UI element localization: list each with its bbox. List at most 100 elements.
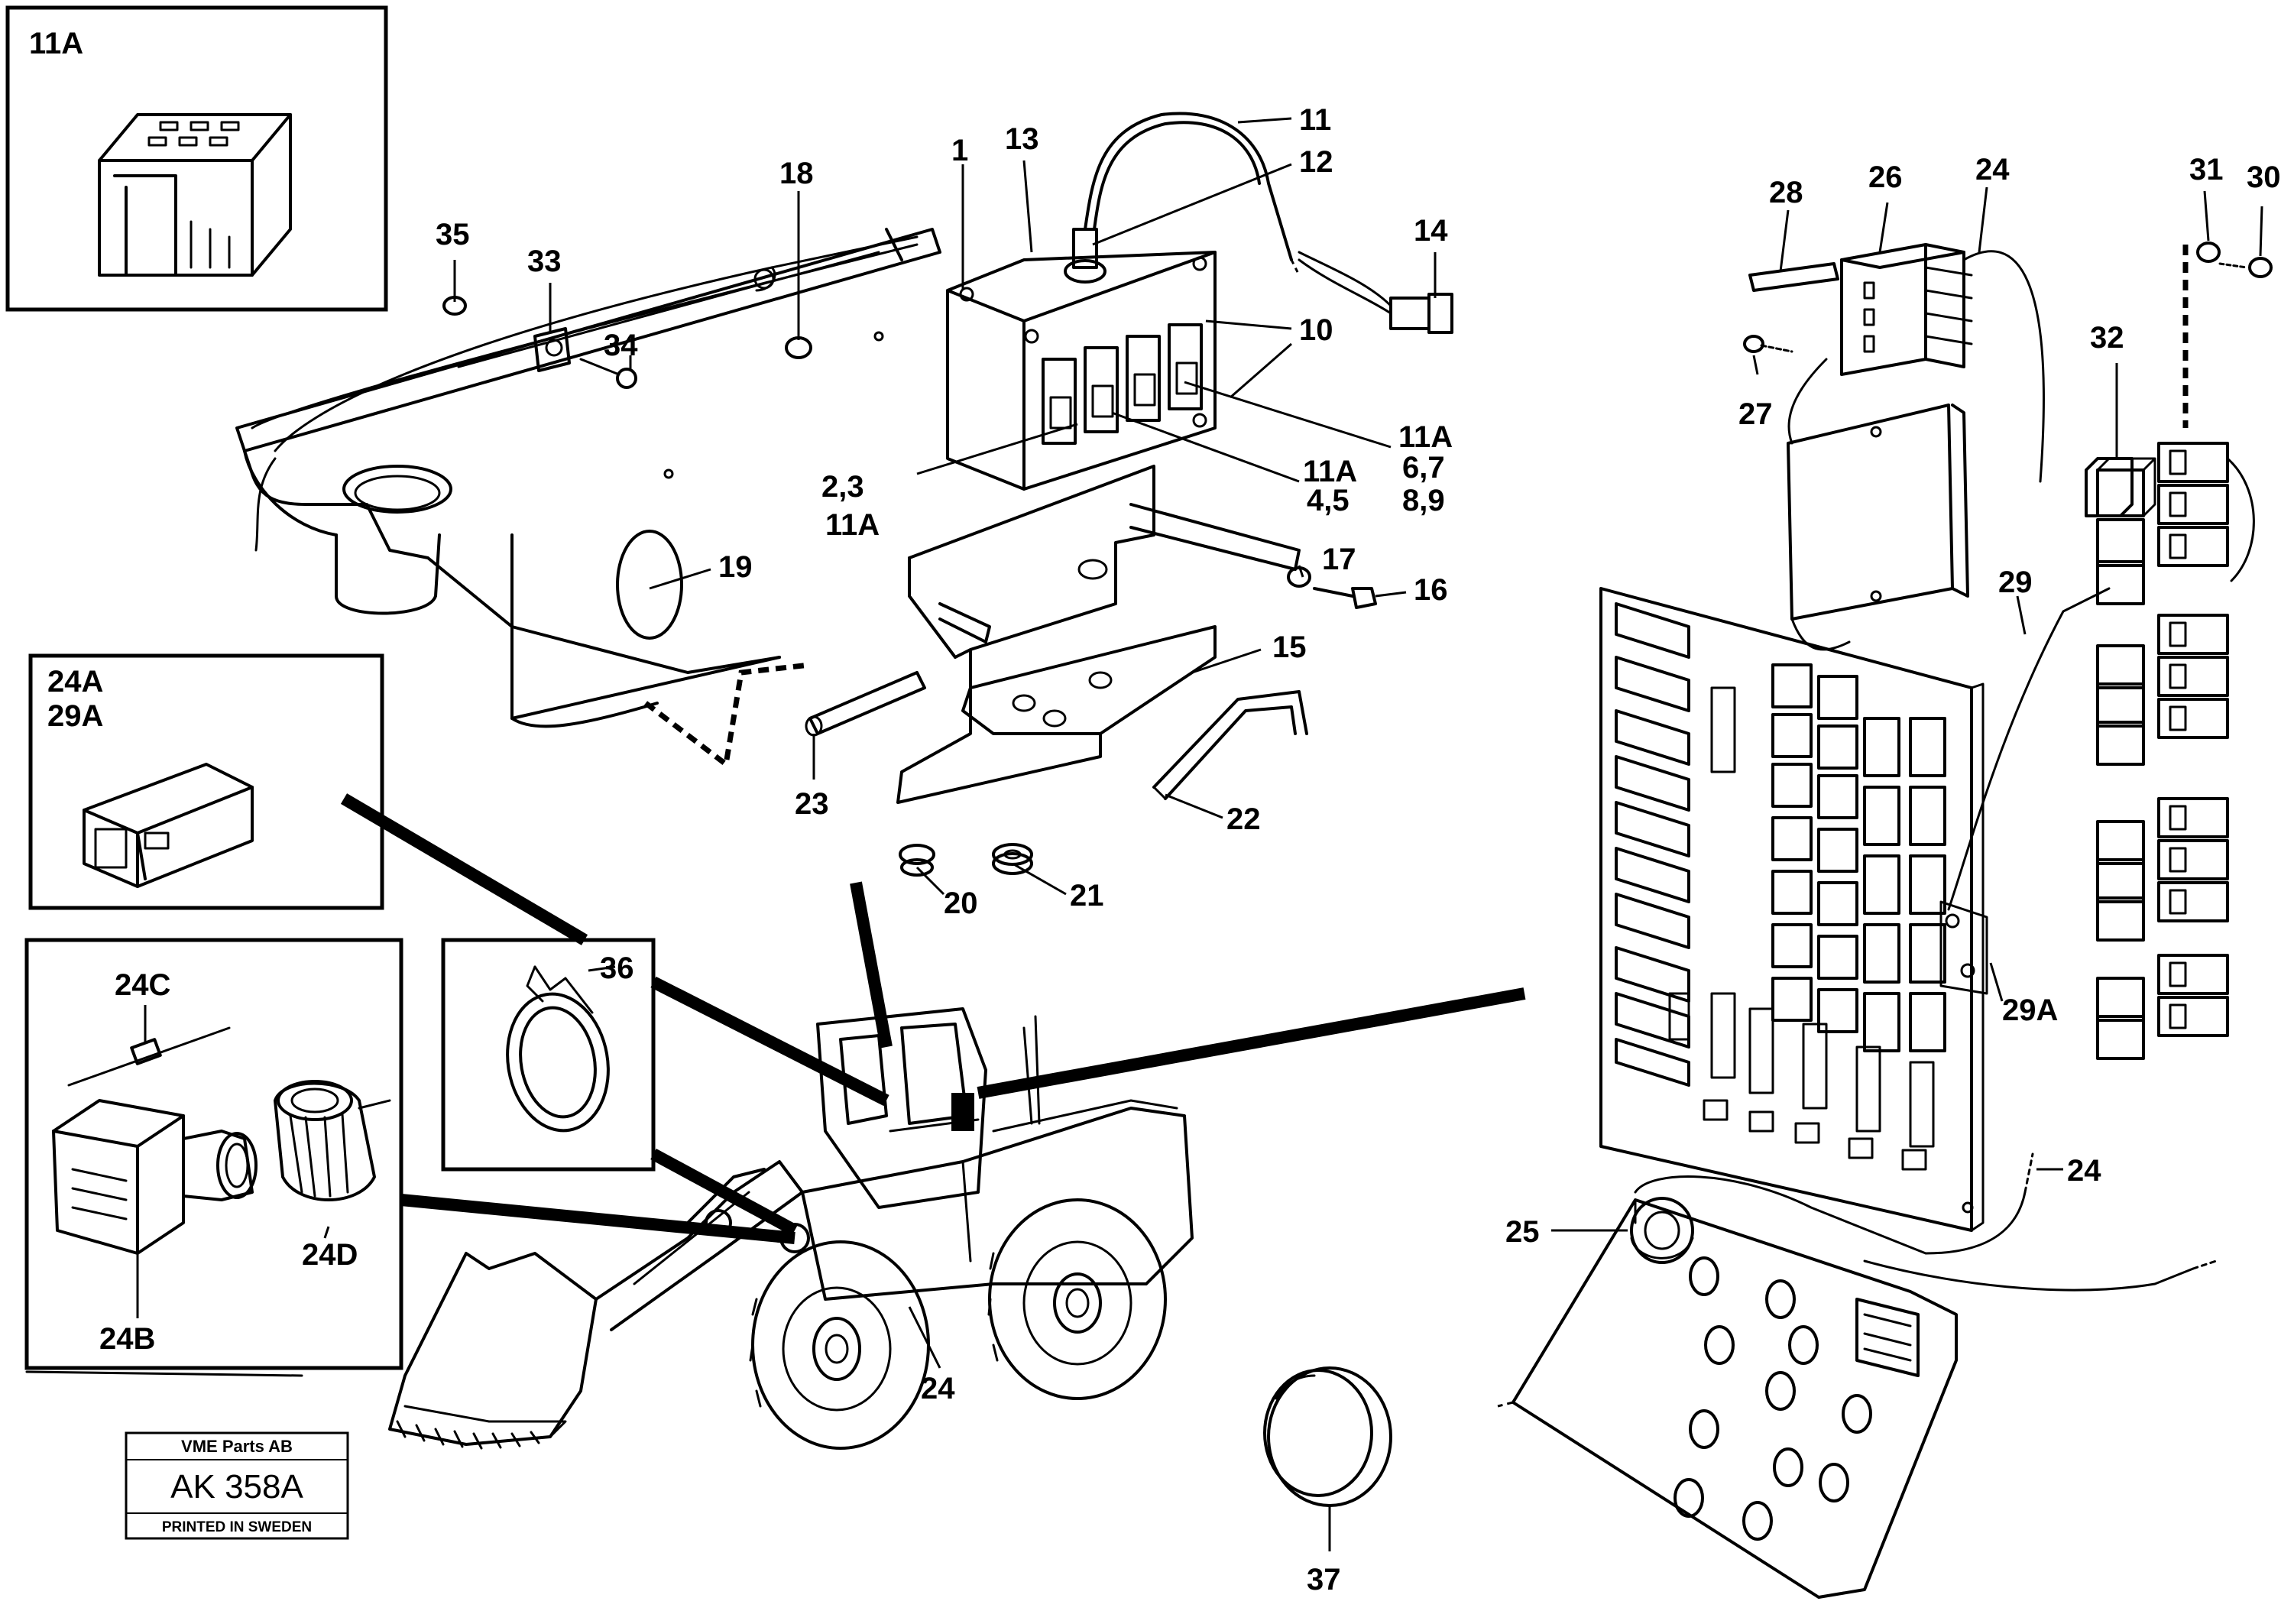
label-21: 21	[1070, 879, 1104, 912]
inset-24C-label: 24C	[115, 968, 170, 1002]
label-33: 33	[527, 245, 562, 278]
switch-box	[946, 112, 1301, 491]
leader-lines	[453, 117, 2263, 1551]
panel-connector	[1855, 1298, 1920, 1377]
label-35: 35	[436, 218, 470, 251]
label-6-7-11A: 11A	[1398, 420, 1453, 454]
relay-32	[2085, 457, 2134, 517]
circuit-board	[1599, 587, 1988, 1232]
cable-24-upper	[1962, 250, 2045, 483]
inset-36	[441, 938, 656, 1172]
cable-24-lower-end	[2023, 1152, 2034, 1194]
screw-34	[579, 358, 637, 389]
publisher-stamp: VME Parts AB AK 358A PRINTED IN SWEDEN	[125, 1431, 349, 1540]
inset-29A-label: 29A	[47, 699, 103, 733]
screw-16-17	[1287, 566, 1377, 609]
connector-24D-icon	[274, 1080, 391, 1201]
label-30: 30	[2247, 160, 2281, 194]
label-18: 18	[779, 157, 814, 190]
stamp-code: AK 358A	[170, 1468, 303, 1506]
label-13: 13	[1005, 122, 1039, 156]
inset-24D-label: 24D	[302, 1238, 358, 1272]
label-32: 32	[2090, 321, 2124, 355]
grommet-20	[899, 844, 935, 877]
relay-column-right	[2157, 442, 2229, 1037]
clip-33	[533, 327, 571, 372]
nut-30	[2218, 257, 2273, 278]
nut-18	[785, 336, 812, 359]
label-22: 22	[1226, 802, 1261, 836]
inset-11A: 11A	[5, 5, 388, 312]
label-36: 36	[600, 951, 634, 985]
stamp-printed: PRINTED IN SWEDEN	[162, 1519, 312, 1535]
edge-connectors	[1615, 602, 1690, 1087]
label-29A: 29A	[2002, 994, 2058, 1027]
label-14: 14	[1414, 214, 1448, 248]
label-17: 17	[1322, 543, 1356, 576]
cable-tie-icon	[506, 965, 610, 1133]
rocker-switch-row	[1042, 323, 1203, 445]
cable-24-right	[1863, 1259, 2195, 1292]
relay-socket-26	[1840, 243, 1973, 376]
handle-22	[1152, 690, 1308, 800]
label-12: 12	[1299, 145, 1333, 179]
stamp-company: VME Parts AB	[181, 1437, 293, 1456]
relay-cover-icon	[98, 113, 292, 277]
label-27: 27	[1738, 397, 1773, 431]
label-1: 1	[951, 134, 968, 167]
board-relays	[1771, 663, 1946, 1052]
label-24-top: 24	[1975, 153, 2010, 186]
inset-24B-label: 24B	[99, 1322, 155, 1356]
bracket-15	[896, 465, 1301, 804]
label-11: 11	[1299, 103, 1331, 137]
dash-panel	[1497, 1198, 1958, 1599]
grommet-25	[1630, 1197, 1694, 1264]
label-29: 29	[1998, 566, 2033, 599]
connector-14	[1298, 251, 1453, 334]
pin-23	[805, 671, 926, 737]
label-15: 15	[1272, 630, 1307, 664]
label-20: 20	[944, 887, 978, 920]
label-16: 16	[1414, 573, 1448, 607]
label-4-5: 4,5	[1307, 484, 1350, 517]
label-37: 37	[1307, 1563, 1341, 1596]
connector-24B-icon	[52, 1099, 258, 1255]
label-34: 34	[604, 329, 638, 362]
relay-column-left	[2096, 457, 2156, 1060]
cable-24-lower	[1634, 1175, 2027, 1255]
control-unit	[1787, 358, 1969, 651]
plug-37	[1263, 1366, 1392, 1507]
wheel-loader	[388, 1007, 1194, 1450]
inset-24A-label: 24A	[47, 665, 103, 699]
screw-27	[1743, 335, 1793, 353]
label-24-loader: 24	[921, 1372, 955, 1405]
label-19: 19	[718, 550, 753, 584]
cable-29	[1947, 587, 2111, 911]
board-sockets	[1703, 1099, 1927, 1171]
label-6-7: 6,7	[1402, 451, 1445, 485]
grommet-21	[992, 843, 1033, 875]
connection-lines	[340, 793, 1526, 1244]
label-10: 10	[1299, 313, 1333, 347]
label-23: 23	[795, 787, 829, 821]
relay-bank	[2096, 245, 2255, 1060]
relay-loop-wire	[2226, 457, 2255, 582]
label-25: 25	[1505, 1215, 1540, 1249]
inset-24B-24C-24D: 24C 24D 24B	[24, 938, 403, 1377]
part-labels: 1 2,3 11A 11A 4,5 11A 6,7 8,9 10 11 12 1…	[436, 103, 2281, 1596]
inset-11A-label: 11A	[29, 27, 83, 60]
label-28: 28	[1769, 176, 1803, 209]
board-headers	[1668, 686, 1935, 1148]
label-26: 26	[1868, 160, 1903, 194]
dashboard-tray	[235, 228, 941, 770]
panel-holes	[1674, 1256, 1872, 1541]
clip-28	[1748, 262, 1839, 292]
label-4-5-11A: 11A	[1303, 455, 1357, 488]
label-8-9: 8,9	[1402, 484, 1445, 517]
label-31: 31	[2189, 153, 2224, 186]
label-2-3-11A: 11A	[825, 508, 880, 542]
inset-24A-29A: 24A 29A	[28, 653, 384, 910]
label-2-3: 2,3	[821, 470, 864, 504]
